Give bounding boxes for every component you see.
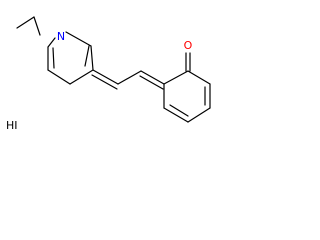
bond-exo-double-a: [92, 69, 119, 85]
bond-r2-double: [169, 104, 189, 117]
bond-r6: [163, 70, 189, 85]
bond-c5-c6-double: [52, 47, 55, 69]
bond-vinyl-double-b: [139, 75, 164, 90]
bond-ethyl-ch3: [16, 16, 35, 29]
bond-vinyl-double-a: [140, 70, 165, 85]
oxygen-atom-label: O: [184, 39, 193, 52]
bond-r3: [187, 107, 211, 123]
bond-c4-c5: [47, 69, 71, 85]
bond-c2-c3: [90, 45, 94, 71]
bond-r2: [163, 107, 189, 123]
bond-ethyl-ch2: [33, 16, 41, 36]
bond-c3-c4: [69, 69, 94, 85]
bond-exo-double-b: [91, 74, 118, 90]
bond-c2-c3-double: [84, 45, 90, 67]
bond-vinyl: [117, 70, 142, 85]
counter-ion-label: HI: [6, 119, 18, 132]
bond-r5: [187, 70, 211, 85]
structure-diagram: N O: [16, 16, 211, 123]
bond-c6-n: [47, 37, 56, 48]
bond-n-c2: [65, 31, 92, 47]
nitrogen-atom-label: N: [57, 30, 65, 43]
